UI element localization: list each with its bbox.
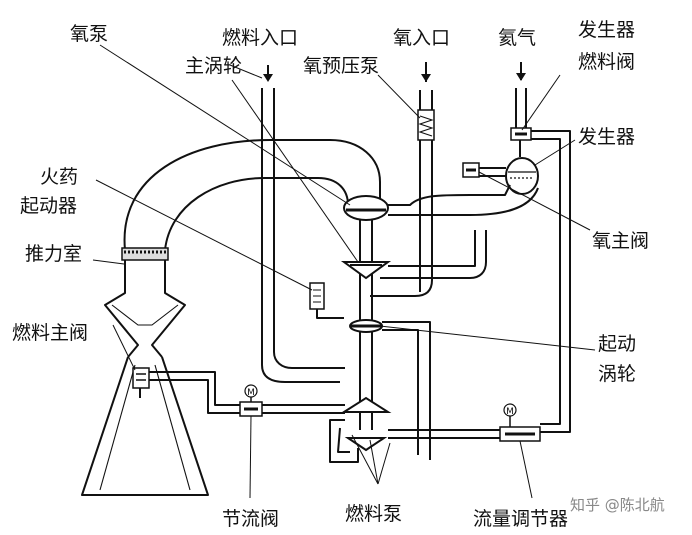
- oxygen-prepressure-pump: [417, 109, 435, 141]
- gas-generator: [505, 140, 539, 195]
- label-throttle-valve: 节流阀: [222, 508, 279, 530]
- label-starter-turbine-1: 起动: [598, 333, 636, 355]
- label-main-turbine: 主涡轮: [185, 55, 242, 77]
- label-gunpowder-starter-2: 起动器: [20, 195, 77, 217]
- fuel-main-valve: [132, 367, 240, 414]
- label-generator-fuel-valve-2: 燃料阀: [578, 51, 635, 73]
- label-fuel-pump: 燃料泵: [345, 503, 402, 525]
- thrust-chamber: [81, 139, 381, 496]
- regulator-motor-symbol: M: [506, 407, 514, 417]
- label-oxidizer-inlet: 氧入口: [393, 27, 450, 49]
- flow-regulator: M: [499, 403, 541, 442]
- label-helium: 氦气: [498, 27, 536, 49]
- label-thrust-chamber: 推力室: [25, 243, 82, 265]
- label-fuel-main-valve: 燃料主阀: [12, 322, 88, 344]
- generator-fuel-valve: [510, 127, 571, 433]
- turbopump: [329, 184, 539, 463]
- label-generator-fuel-valve-1: 发生器: [578, 19, 635, 41]
- throttle-motor-symbol: M: [247, 388, 255, 398]
- label-flow-regulator: 流量调节器: [473, 508, 568, 530]
- gunpowder-starter: [309, 282, 344, 319]
- throttle-valve: M: [239, 384, 345, 417]
- label-oxygen-main-valve: 氧主阀: [592, 230, 649, 252]
- label-oxygen-pump: 氧泵: [70, 23, 108, 45]
- leader-lines: [92, 44, 596, 499]
- oxygen-main-valve: [462, 162, 506, 178]
- labels: 燃料入口 氧入口 氦气 发生器 燃料阀 氧泵 主涡轮 氧预压泵 发生器 火药 起…: [12, 19, 665, 530]
- watermark: 知乎 @陈北航: [570, 496, 665, 514]
- helium-line: [515, 62, 527, 128]
- label-gas-generator: 发生器: [578, 126, 635, 148]
- label-fuel-inlet: 燃料入口: [222, 27, 298, 49]
- label-gunpowder-starter-1: 火药: [40, 166, 78, 188]
- label-oxygen-prepressure-pump: 氧预压泵: [303, 55, 379, 77]
- label-starter-turbine-2: 涡轮: [598, 363, 636, 385]
- fuel-inlet-line: [261, 65, 345, 383]
